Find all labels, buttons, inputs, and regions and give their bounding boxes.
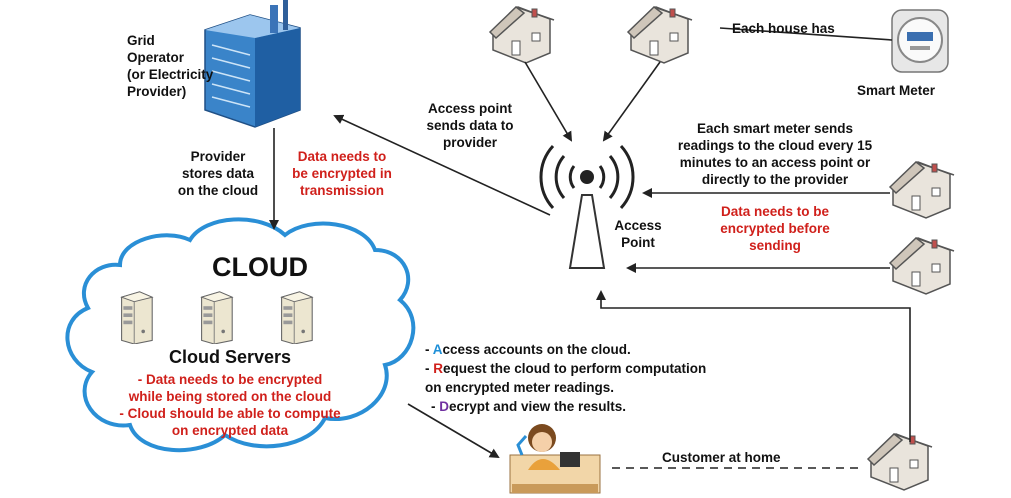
access-point-label-line: Access [614, 218, 662, 233]
cloud-note-line: - Cloud should be able to compute [119, 406, 341, 421]
ap-encrypt-line: encrypted before [720, 221, 830, 236]
customer-action-decrypt: - Decrypt and view the results. [431, 399, 627, 414]
customer-actions-list: - Access accounts on the cloud. - Reques… [425, 340, 706, 416]
meter-sends-line: readings to the cloud every 15 [677, 138, 873, 153]
customer-to-cloud-arrow [407, 403, 500, 459]
access-point-sends-line: provider [442, 135, 497, 150]
grid-operator-line: (or Electricity [127, 67, 214, 82]
meter-sends-line: directly to the provider [701, 172, 849, 187]
access-point-sends-label: Access point sends data to provider [405, 100, 535, 151]
smart-meter-label: Smart Meter [857, 83, 936, 98]
ap-encrypt-line: sending [749, 238, 801, 253]
customer-icon [509, 424, 601, 494]
provider-stores-line: stores data [181, 166, 255, 181]
cloud-servers-label: Cloud Servers [168, 347, 292, 367]
transmission-encrypt-line: Data needs to [297, 149, 387, 164]
house1-to-ap-arrow [524, 61, 573, 142]
provider-stores-line: Provider [190, 149, 246, 164]
grid-operator-building-icon [204, 0, 301, 128]
meter-sends-line: Each smart meter sends [696, 121, 854, 136]
each-house-has-label: Each house has [732, 21, 835, 36]
cloud-note-line: - Data needs to be encrypted [137, 372, 323, 387]
house-icon-1 [489, 6, 555, 64]
server-icon-3 [281, 291, 313, 344]
provider-stores-label: Provider stores data on the cloud [168, 148, 268, 199]
meter-sends-line: minutes to an access point or [679, 155, 871, 170]
ap-encrypt-note: Data needs to be encrypted before sendin… [695, 203, 855, 254]
house5-to-ap-arrow [596, 290, 911, 442]
server-icon-1 [121, 291, 153, 344]
customer-action-request-cont: on encrypted meter readings. [425, 380, 615, 395]
customer-action-access: - Access accounts on the cloud. [425, 342, 631, 357]
grid-operator-line: Provider) [127, 84, 187, 99]
grid-operator-line: Grid [127, 33, 155, 48]
ap-encrypt-line: Data needs to be [720, 204, 830, 219]
cloud-note-line: on encrypted data [171, 423, 289, 438]
house-icon-2 [627, 6, 693, 64]
server-icon-2 [201, 291, 233, 344]
meter-connector-line [719, 27, 893, 41]
cloud-title: CLOUD [212, 252, 308, 282]
cloud-note-line: while being stored on the cloud [128, 389, 332, 404]
access-point-sends-line: Access point [427, 101, 513, 116]
transmission-encrypt-note: Data needs to be encrypted in transmissi… [282, 148, 402, 199]
access-point-sends-line: sends data to [426, 118, 514, 133]
access-point-label-line: Point [621, 235, 655, 250]
smart-meter-icon [891, 9, 949, 73]
cloud-notes: - Data needs to be encrypted while being… [85, 371, 375, 439]
grid-operator-label: Grid Operator (or Electricity Provider) [127, 32, 213, 100]
customer-at-home-label: Customer at home [662, 450, 781, 465]
provider-stores-line: on the cloud [177, 183, 259, 198]
access-point-label: Access Point [608, 217, 668, 251]
house-icon-4 [889, 237, 955, 295]
transmission-encrypt-line: transmission [299, 183, 385, 198]
transmission-encrypt-line: be encrypted in [292, 166, 392, 181]
access-point-icon [539, 144, 635, 269]
ap-to-provider-arrow [333, 114, 551, 216]
house2-to-ap-arrow [602, 61, 661, 142]
house-icon-3 [889, 161, 955, 219]
grid-operator-line: Operator [127, 50, 185, 65]
cloud-shape [65, 217, 416, 453]
customer-action-request: - Request the cloud to perform computati… [425, 361, 707, 376]
meter-sends-label: Each smart meter sends readings to the c… [655, 120, 895, 188]
house-icon-5 [867, 433, 933, 491]
